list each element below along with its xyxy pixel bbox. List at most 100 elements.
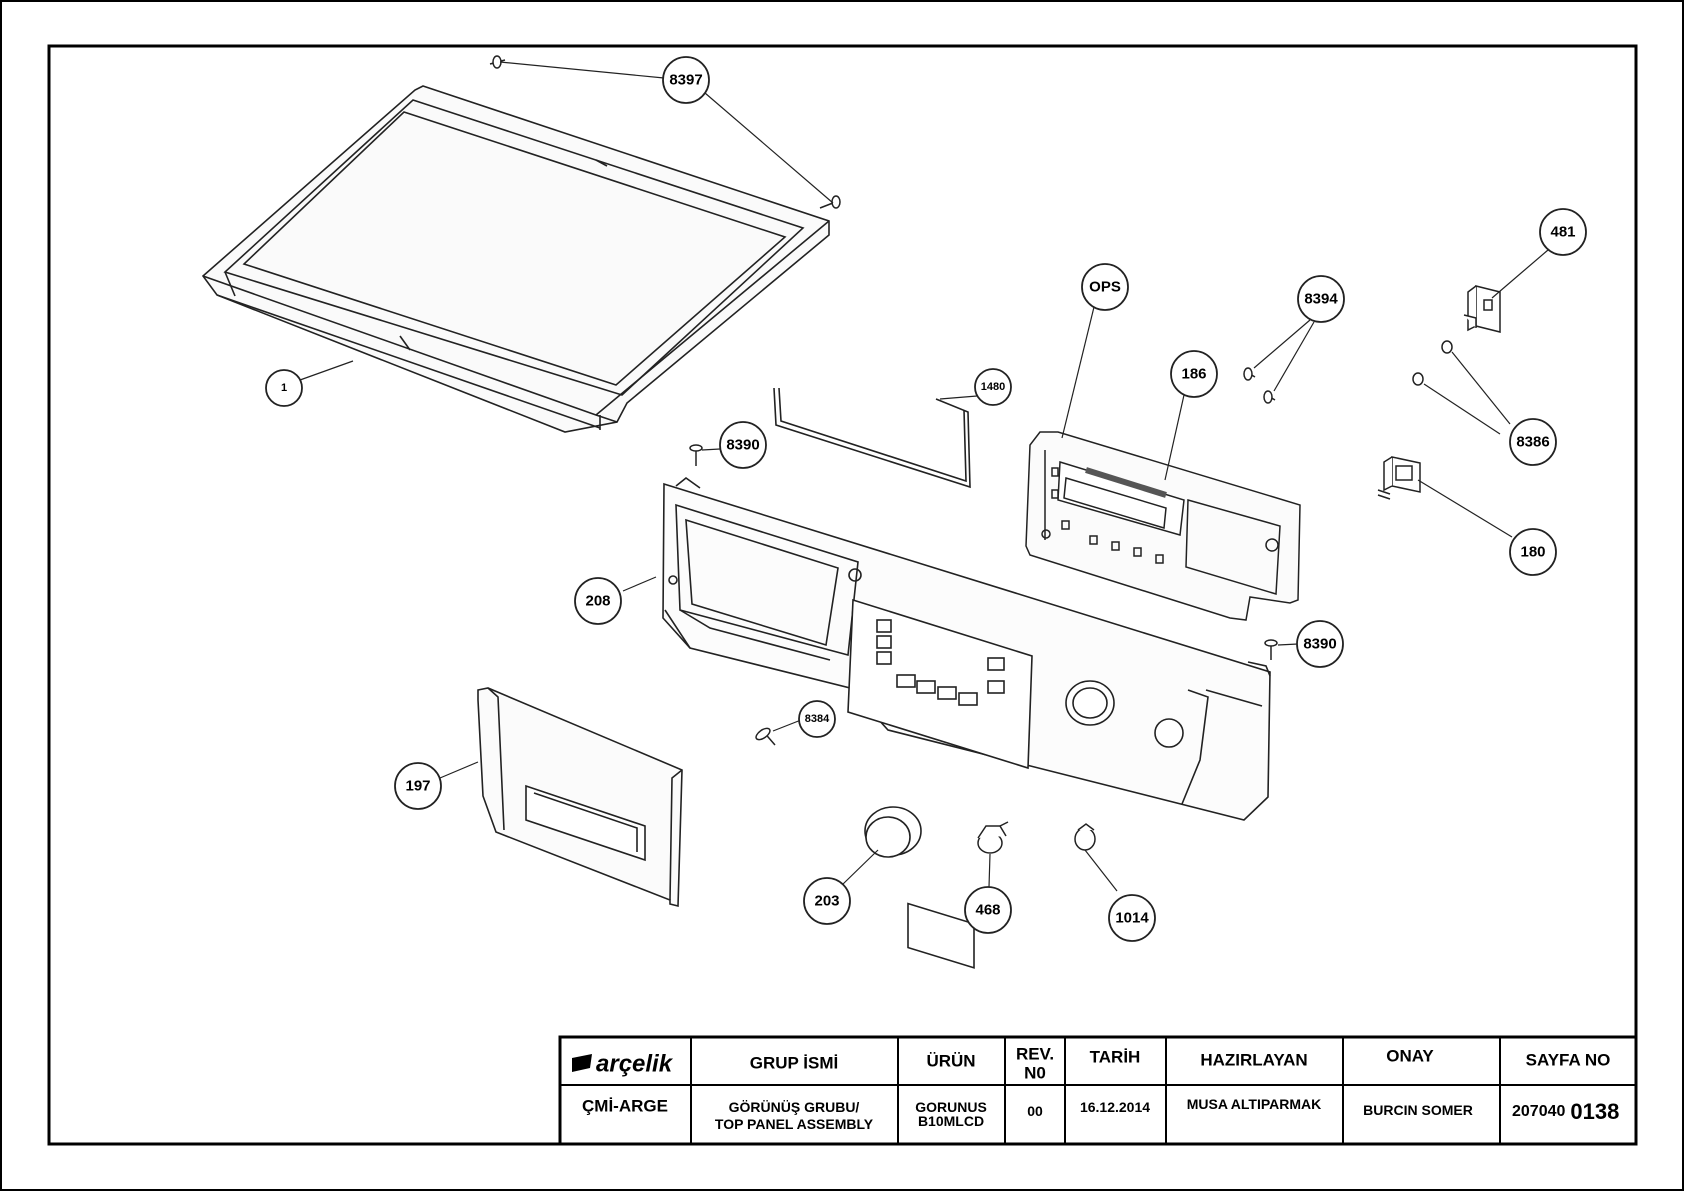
value-product-line1: GORUNUS xyxy=(915,1099,987,1115)
callout-203-label: 203 xyxy=(814,893,839,910)
part-screw-8386-b xyxy=(1412,372,1424,386)
callout-1-label: 1 xyxy=(281,382,287,394)
callout-481-label: 481 xyxy=(1550,224,1575,241)
leader-OPS xyxy=(1061,306,1095,439)
callout-1480: 1480 xyxy=(974,368,1012,406)
callout-8390-top-label: 8390 xyxy=(726,437,759,454)
leader-8384 xyxy=(772,719,802,732)
part-power-switch-180 xyxy=(1377,456,1421,500)
arcelik-logo: arçelik xyxy=(572,1051,674,1078)
leader-8386-a xyxy=(1451,351,1511,425)
part-screw-8386-a xyxy=(1441,340,1453,354)
value-date: 16.12.2014 xyxy=(1080,1099,1150,1115)
header-product: ÜRÜN xyxy=(926,1052,975,1071)
part-rod-1480 xyxy=(773,387,971,489)
callout-8390-right-label: 8390 xyxy=(1303,636,1336,653)
leader-8397-b xyxy=(704,92,834,204)
callout-OPS: OPS xyxy=(1081,263,1129,311)
part-switch-481 xyxy=(1463,285,1501,333)
callout-468: 468 xyxy=(964,886,1012,934)
callout-197-label: 197 xyxy=(405,778,430,795)
part-screw-8394-a xyxy=(1243,367,1256,381)
value-page-suffix: 0138 xyxy=(1570,1099,1619,1124)
part-top-panel xyxy=(201,85,830,433)
callout-468-label: 468 xyxy=(975,902,1000,919)
value-approval: BURCIN SOMER xyxy=(1363,1102,1473,1118)
callout-203: 203 xyxy=(803,877,851,925)
value-group-name-line2: TOP PANEL ASSEMBLY xyxy=(715,1116,874,1132)
header-approval: ONAY xyxy=(1386,1047,1434,1066)
value-page-prefix: 207040 xyxy=(1512,1103,1565,1120)
title-block-col-dividers xyxy=(690,1037,1501,1144)
part-electronic-board-186 xyxy=(1025,431,1301,621)
callout-8386: 8386 xyxy=(1509,418,1557,466)
leader-1 xyxy=(299,360,354,381)
leader-1480 xyxy=(939,395,978,400)
callout-8384-label: 8384 xyxy=(805,713,830,725)
value-prepared-by: MUSA ALTIPARMAK xyxy=(1187,1096,1322,1112)
callout-8397: 8397 xyxy=(662,56,710,104)
title-block-frame xyxy=(558,1035,1638,1146)
leader-468 xyxy=(988,853,991,888)
value-page-no: 207040 0138 xyxy=(1512,1099,1619,1124)
header-rev-no: N0 xyxy=(1024,1064,1046,1083)
callout-481: 481 xyxy=(1539,208,1587,256)
callout-186-label: 186 xyxy=(1181,366,1206,383)
part-adapter-468 xyxy=(977,821,1009,854)
part-drawer-front-197 xyxy=(477,687,683,908)
part-screw-8390-a xyxy=(689,444,703,466)
callout-208-label: 208 xyxy=(585,593,610,610)
leader-1014 xyxy=(1084,849,1118,892)
leader-197 xyxy=(439,761,479,779)
callout-8394-label: 8394 xyxy=(1304,291,1338,308)
leader-203 xyxy=(841,849,879,886)
logo-text: arçelik xyxy=(596,1051,674,1078)
callout-8390-top: 8390 xyxy=(719,421,767,469)
callout-1014-label: 1014 xyxy=(1115,910,1149,927)
value-group-name-line1: GÖRÜNÜŞ GRUBU/ xyxy=(729,1099,860,1115)
callout-1480-label: 1480 xyxy=(981,381,1005,393)
arcelik-logo-mark-icon xyxy=(572,1054,592,1072)
part-control-panel-208 xyxy=(662,476,1271,969)
leader-208 xyxy=(622,576,657,592)
callout-8386-label: 8386 xyxy=(1516,434,1549,451)
callout-208: 208 xyxy=(574,577,622,625)
leader-180 xyxy=(1417,479,1513,538)
part-screw-8390-b xyxy=(1264,639,1278,660)
value-product-line2: B10MLCD xyxy=(918,1113,984,1129)
header-date: TARİH xyxy=(1090,1048,1141,1067)
part-knob-203 xyxy=(864,806,922,858)
leader-8394-b xyxy=(1273,321,1315,392)
header-group-name: GRUP İSMİ xyxy=(750,1054,838,1073)
callout-8397-label: 8397 xyxy=(669,72,702,89)
leader-8394-a xyxy=(1253,319,1311,369)
leader-8397-a xyxy=(499,61,665,79)
title-block: arçelik ÇMİ-ARGE GRUP İSMİ ÜRÜN REV. N0 … xyxy=(558,1035,1638,1146)
leader-lines xyxy=(299,61,1549,892)
leader-8390-a xyxy=(701,448,721,451)
part-screw-8384 xyxy=(755,727,776,746)
callout-1: 1 xyxy=(265,369,303,407)
leader-186 xyxy=(1164,394,1185,481)
leader-8386-b xyxy=(1423,383,1501,435)
header-prepared-by: HAZIRLAYAN xyxy=(1200,1051,1307,1070)
part-button-1014 xyxy=(1074,823,1096,851)
dept-label: ÇMİ-ARGE xyxy=(582,1097,668,1116)
callout-8394: 8394 xyxy=(1297,275,1345,323)
callout-186: 186 xyxy=(1170,350,1218,398)
leader-8390-b xyxy=(1277,643,1299,646)
part-screw-8397-b xyxy=(819,195,841,209)
value-rev: 00 xyxy=(1027,1103,1043,1119)
callout-OPS-label: OPS xyxy=(1089,279,1121,296)
part-screw-8394-b xyxy=(1263,390,1276,404)
callout-197: 197 xyxy=(394,762,442,810)
header-page-no: SAYFA NO xyxy=(1526,1051,1611,1070)
callout-1014: 1014 xyxy=(1108,894,1156,942)
callout-180: 180 xyxy=(1509,528,1557,576)
header-rev: REV. xyxy=(1016,1045,1054,1064)
callout-8390-right: 8390 xyxy=(1296,620,1344,668)
callout-180-label: 180 xyxy=(1520,544,1545,561)
leader-481 xyxy=(1491,249,1549,299)
